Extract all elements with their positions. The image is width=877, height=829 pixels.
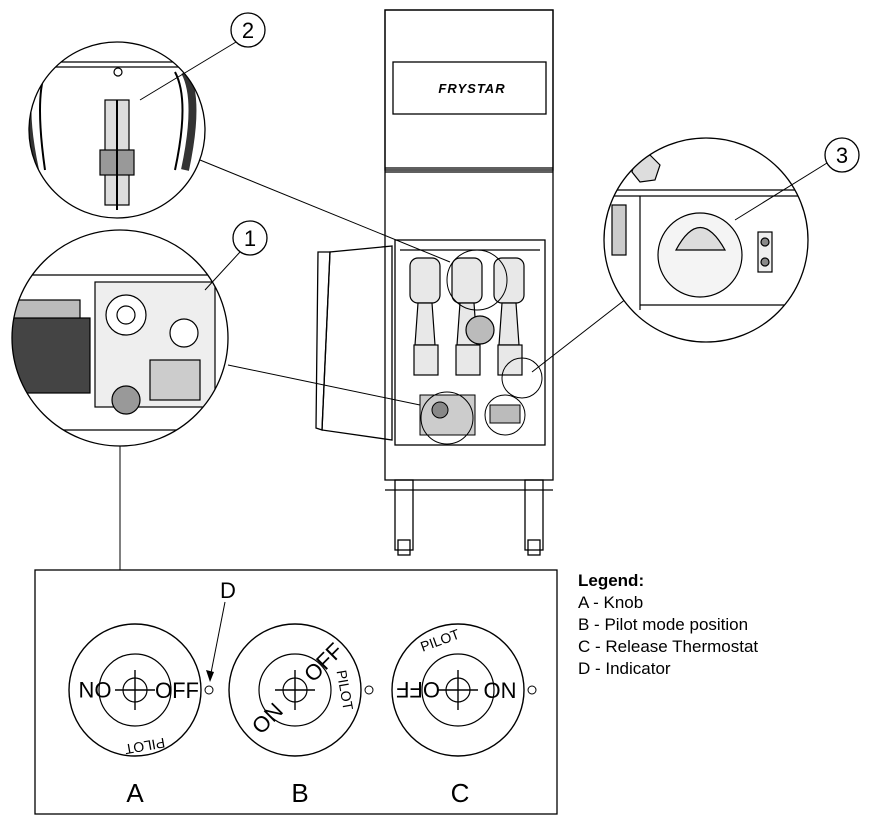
legend-item: B - Pilot mode position (578, 615, 749, 634)
svg-text:D: D (220, 578, 236, 603)
legend-item: A - Knob (578, 593, 644, 612)
knob-b: ON OFF PILOT (228, 623, 374, 757)
knob-c: OFF ON PILOT (391, 623, 537, 757)
burner-assembly (409, 257, 525, 376)
knob-a-off: OFF (155, 678, 199, 703)
fryer-unit (315, 9, 554, 556)
leader-lines (119, 159, 641, 570)
legend-item: D - Indicator (578, 659, 671, 678)
knob-c-on: ON (484, 678, 517, 703)
legend-item: C - Release Thermostat (578, 637, 759, 656)
svg-text:1: 1 (244, 226, 256, 251)
detail-view-3 (603, 137, 809, 343)
knob-a-pilot: PILOT (123, 735, 166, 758)
gas-valve-small (419, 394, 526, 436)
callout-1: 1 (232, 220, 268, 256)
indicator-d-callout: D (206, 578, 236, 682)
knob-a-caption: A (126, 778, 144, 808)
knob-a: ON OFF PILOT (68, 623, 214, 758)
knob-c-off: OFF (396, 677, 440, 702)
brand-logo: FRYSTAR (438, 81, 505, 96)
knob-b-caption: B (291, 778, 308, 808)
knob-a-on: ON (79, 677, 112, 702)
svg-text:2: 2 (242, 18, 254, 43)
knob-c-caption: C (451, 778, 470, 808)
detail-view-1 (11, 229, 229, 447)
legend: Legend: A - Knob B - Pilot mode position… (578, 570, 758, 680)
knob-b-pilot: PILOT (334, 669, 357, 712)
callout-3: 3 (824, 137, 860, 173)
callout-2: 2 (230, 12, 266, 48)
svg-text:3: 3 (836, 143, 848, 168)
legend-title: Legend: (578, 571, 645, 590)
